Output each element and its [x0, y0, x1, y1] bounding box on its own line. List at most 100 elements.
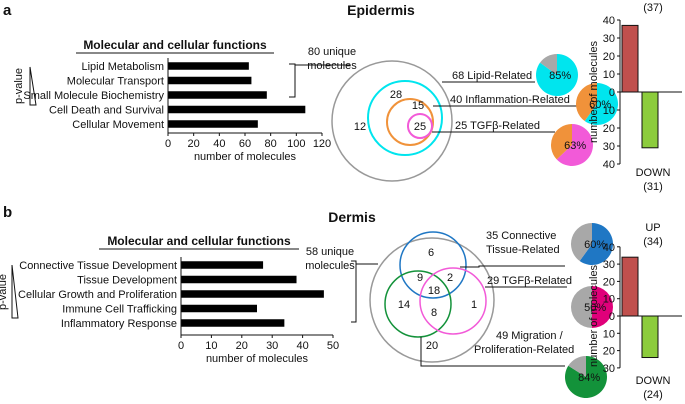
- bar: [168, 62, 249, 70]
- unique-label-line1: 80 unique: [308, 46, 356, 58]
- pie-slice: [568, 356, 586, 377]
- category-label: Tissue Development: [77, 275, 177, 287]
- y-tick-label: 30: [603, 363, 615, 375]
- bar: [641, 91, 659, 149]
- pie-slice: [536, 53, 579, 96]
- panel-letter: b: [3, 204, 12, 221]
- y-tick-label: 10: [603, 328, 615, 340]
- related-label: Proliferation-Related: [474, 344, 574, 356]
- bar: [168, 105, 306, 114]
- bracket: [289, 63, 296, 98]
- y-tick-label: 40: [603, 15, 615, 27]
- related-label: Tissue-Related: [486, 244, 560, 256]
- down-label: DOWN: [636, 375, 671, 387]
- pvalue-triangle: [29, 66, 37, 106]
- y-tick-label: 40: [603, 242, 615, 254]
- up-count-label: (37): [643, 2, 663, 14]
- category-label: Connective Tissue Development: [19, 260, 177, 272]
- venn-number: 14: [398, 299, 410, 311]
- venn-inflammation-circle: [386, 98, 434, 146]
- venn-tgfb-circle: [407, 113, 433, 139]
- pie-percent-label: 60%: [589, 99, 611, 111]
- venn-outer-circle: [369, 237, 495, 363]
- category-label: Inflammatory Response: [61, 318, 177, 330]
- related-label: 68 Lipid-Related: [452, 70, 532, 82]
- venn-number: 18: [428, 285, 440, 297]
- pie-inflammation: 60%: [576, 83, 619, 125]
- y-tick-label: 0: [609, 311, 615, 323]
- bar: [181, 319, 285, 327]
- venn-number: 6: [428, 247, 434, 259]
- venn-outer-circle: [331, 60, 453, 182]
- venn-number: 9: [417, 272, 423, 284]
- x-axis-title: number of molecules: [194, 151, 297, 163]
- venn-number: 2: [447, 272, 453, 284]
- pie-slice: [571, 286, 592, 328]
- x-tick-label: 0: [165, 138, 171, 150]
- x-tick-label: 40: [213, 138, 225, 150]
- category-label: Cellular Growth and Proliferation: [18, 289, 177, 301]
- bar: [181, 261, 264, 269]
- panel-title: Dermis: [328, 209, 376, 225]
- pie-slice: [579, 223, 614, 265]
- pie-tgfb: 50%: [571, 286, 613, 328]
- x-tick-label: 10: [205, 340, 217, 352]
- venn-lipid-circle: [367, 80, 443, 156]
- related-label: 49 Migration /: [496, 330, 564, 342]
- panel-letter: a: [3, 2, 12, 19]
- pie-slice: [540, 54, 557, 75]
- venn-number: 28: [390, 89, 402, 101]
- y-tick-label: 10: [603, 105, 615, 117]
- bar: [621, 256, 639, 317]
- pie-slice: [571, 223, 592, 261]
- related-label: 35 Connective: [486, 230, 556, 242]
- y-tick-label: 40: [603, 159, 615, 171]
- down-count-label: (31): [643, 181, 663, 193]
- x-tick-label: 0: [178, 340, 184, 352]
- bar: [168, 91, 267, 99]
- venn-connective-circle: [399, 231, 467, 299]
- pie-slice: [556, 124, 593, 166]
- y-axis-title: number of molecules: [588, 40, 600, 143]
- pie-percent-label: 84%: [578, 372, 600, 384]
- panel-title: Epidermis: [347, 2, 415, 18]
- pie-tgfb: 63%: [550, 124, 593, 166]
- bar: [641, 315, 659, 359]
- pvalue-label: p-value: [13, 68, 25, 104]
- y-tick-label: 30: [603, 33, 615, 45]
- unique-label-line2: molecules: [305, 260, 355, 272]
- y-tick-label: 20: [603, 51, 615, 63]
- pie-slice: [576, 83, 597, 121]
- x-tick-label: 120: [313, 138, 331, 150]
- x-tick-label: 40: [296, 340, 308, 352]
- venn-tgfb-circle: [419, 267, 487, 335]
- down-count-label: (24): [643, 389, 663, 401]
- x-axis-title: number of molecules: [206, 353, 309, 365]
- y-tick-label: 20: [603, 123, 615, 135]
- pie-percent-label: 63%: [564, 140, 586, 152]
- bar: [168, 120, 258, 128]
- venn-number: 1: [471, 299, 477, 311]
- bar: [621, 24, 639, 93]
- y-axis-title: number of molecules: [588, 264, 600, 367]
- up-label: UP: [645, 222, 660, 234]
- pie-percent-label: 50%: [584, 302, 606, 314]
- pvalue-label: p-value: [0, 274, 9, 310]
- pie-percent-label: 85%: [549, 70, 571, 82]
- bar: [168, 76, 252, 85]
- venn-migration-circle: [384, 270, 452, 338]
- pie-percent-label: 60%: [584, 239, 606, 251]
- y-tick-label: 20: [603, 346, 615, 358]
- category-label: Lipid Metabolism: [81, 61, 164, 73]
- venn-number: 20: [426, 340, 438, 352]
- pie-lipid: 85%: [536, 53, 579, 96]
- down-label: DOWN: [636, 167, 671, 179]
- category-label: Cell Death and Survival: [49, 105, 164, 117]
- pie-slice: [565, 356, 608, 398]
- venn-number: 8: [431, 307, 437, 319]
- bar: [181, 290, 324, 298]
